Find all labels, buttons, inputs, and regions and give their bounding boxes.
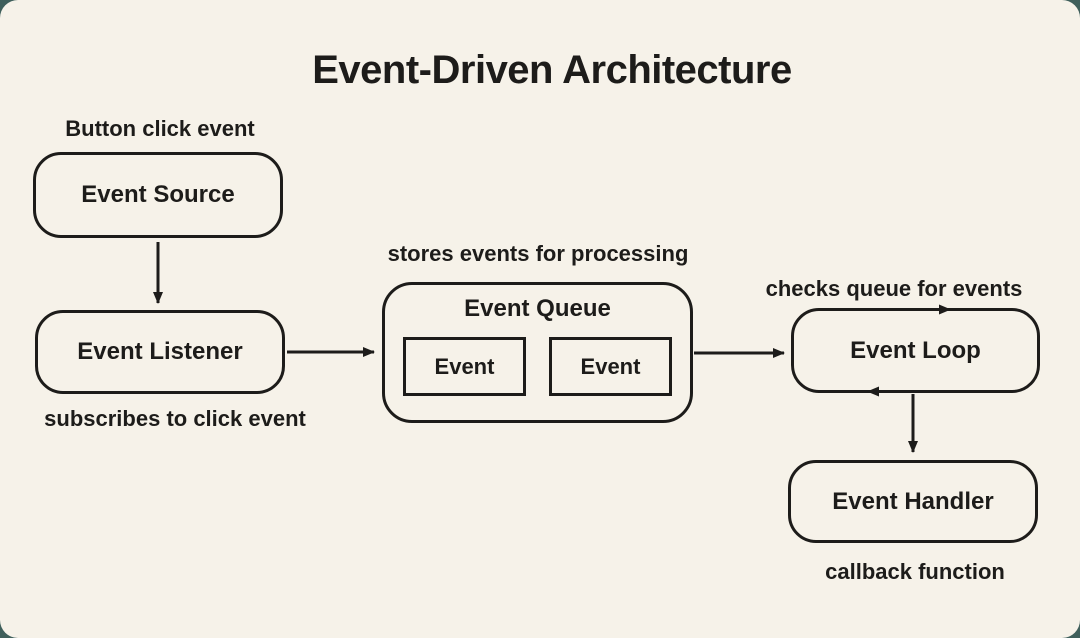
node-event-source: Event Source [33,152,283,238]
queue-item-event: Event [403,337,526,396]
annotation-stores-events-for-processing: stores events for processing [387,241,689,266]
node-event-listener: Event Listener [35,310,285,394]
node-event-loop: Event Loop [791,308,1040,393]
annotation-subscribes-to-click-event: subscribes to click event [44,406,306,431]
annotation-button-click-event: Button click event [65,116,255,141]
annotation-checks-queue-for-events: checks queue for events [765,276,1023,301]
node-event-listener-label: Event Listener [77,338,243,365]
queue-items: Event Event [403,337,672,396]
node-event-queue-label: Event Queue [464,295,611,322]
node-event-handler: Event Handler [788,460,1038,543]
annotation-callback-function: callback function [825,559,1005,584]
node-event-handler-label: Event Handler [832,487,994,515]
diagram-title: Event-Driven Architecture [312,48,792,92]
queue-item-event: Event [549,337,672,396]
node-event-queue: Event Queue Event Event [382,282,693,423]
node-event-source-label: Event Source [81,181,235,208]
node-event-loop-label: Event Loop [850,336,981,364]
